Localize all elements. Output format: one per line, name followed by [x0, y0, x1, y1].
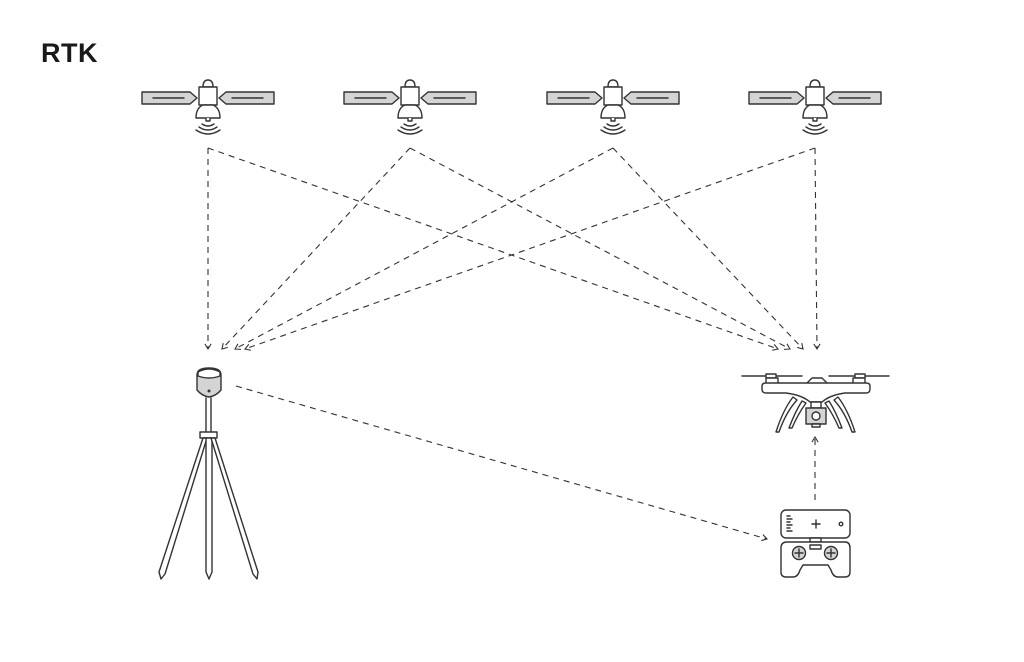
signal-link [221, 147, 411, 350]
arrow-head-icon [221, 343, 228, 350]
arrow-head-icon [244, 343, 251, 351]
signal-link [814, 147, 818, 350]
satellite-icon [748, 79, 882, 135]
arrow-head-icon [234, 343, 242, 350]
signal-link [244, 147, 816, 350]
diagram-title: RTK [41, 38, 98, 68]
arrow-head-icon [204, 343, 212, 351]
arrow-head-icon [761, 534, 769, 542]
arrow-head-icon [813, 343, 821, 351]
satellite-icon [141, 79, 275, 135]
satellite-icon [343, 79, 477, 135]
arrow-head-icon [772, 343, 779, 351]
satellite-icon [546, 79, 680, 135]
signal-link [612, 147, 804, 350]
arrow-head-icon [783, 343, 791, 350]
arrow-head-icon [797, 343, 804, 350]
signal-link [207, 147, 779, 350]
signal-link [234, 147, 614, 350]
signal-link [409, 147, 791, 350]
arrow-head-icon [811, 435, 819, 443]
remote-controller [780, 509, 851, 578]
drone [741, 373, 890, 433]
base-station [158, 367, 259, 580]
signal-link [235, 385, 768, 540]
